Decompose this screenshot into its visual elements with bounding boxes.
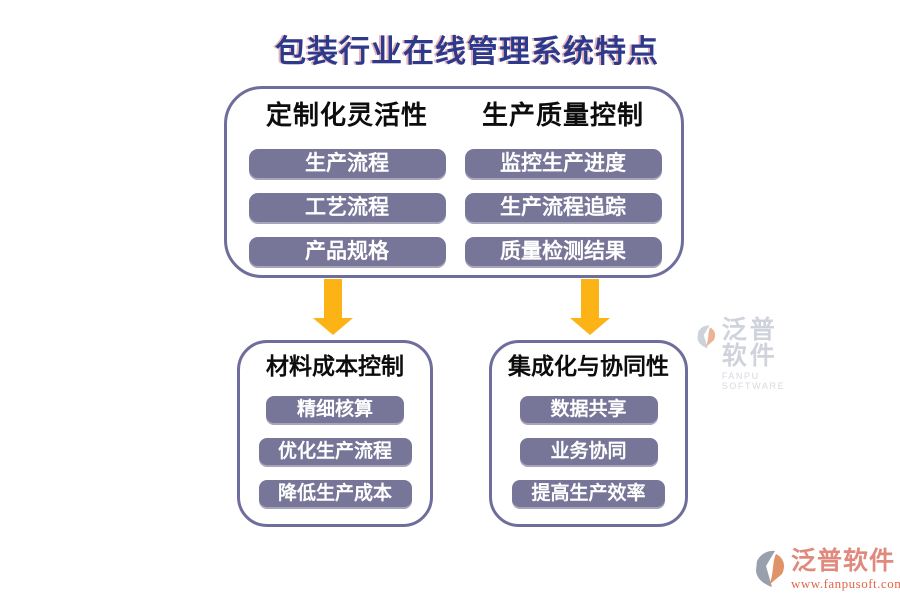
feature-pill: 质量检测结果 bbox=[464, 237, 662, 266]
feature-pill: 业务协同 bbox=[519, 438, 658, 465]
feature-pill: 生产流程追踪 bbox=[464, 193, 662, 222]
feature-pill: 提高生产效率 bbox=[512, 480, 665, 507]
feature-column-customization: 定制化灵活性 生产流程 工艺流程 产品规格 bbox=[239, 98, 455, 275]
footer-logo-text: 泛普软件 www.fanpusoft.com bbox=[791, 548, 900, 592]
feature-pill: 生产流程 bbox=[248, 149, 446, 178]
top-feature-box: 泛普软件 FANPU SOFTWARE 定制化灵活性 生产流程 工艺流程 产品规… bbox=[224, 86, 784, 391]
footer-logo-url: www.fanpusoft.com bbox=[791, 576, 900, 591]
column-heading: 定制化灵活性 bbox=[265, 100, 428, 130]
down-arrow-icon bbox=[570, 279, 610, 335]
bottom-feature-box-cost: 材料成本控制 精细核算 优化生产流程 降低生产成本 bbox=[237, 340, 433, 527]
feature-column-quality: 生产质量控制 监控生产进度 生产流程追踪 质量检测结果 bbox=[455, 98, 671, 275]
watermark: 泛普软件 FANPU SOFTWARE bbox=[695, 317, 796, 391]
bottom-feature-box-integration: 集成化与协同性 数据共享 业务协同 提高生产效率 bbox=[489, 340, 688, 527]
feature-pill: 数据共享 bbox=[519, 396, 658, 423]
watermark-text: 泛普软件 FANPU SOFTWARE bbox=[722, 317, 797, 391]
feature-pill: 工艺流程 bbox=[248, 193, 446, 222]
footer-logo-name: 泛普软件 bbox=[791, 547, 896, 575]
feature-pill: 降低生产成本 bbox=[258, 480, 412, 507]
box-heading: 集成化与协同性 bbox=[508, 353, 669, 379]
feature-pill: 监控生产进度 bbox=[464, 149, 662, 178]
fanpu-watermark-icon bbox=[697, 325, 716, 349]
box-heading: 材料成本控制 bbox=[266, 353, 404, 379]
feature-pill: 产品规格 bbox=[248, 237, 446, 266]
watermark-name: 泛普软件 bbox=[721, 316, 778, 370]
feature-pill: 优化生产流程 bbox=[258, 438, 412, 465]
footer-logo: 泛普软件 www.fanpusoft.com bbox=[752, 548, 900, 592]
column-heading: 生产质量控制 bbox=[481, 100, 644, 130]
down-arrow-icon bbox=[313, 279, 353, 335]
fanpu-logo-icon bbox=[756, 550, 784, 587]
feature-pill: 精细核算 bbox=[266, 396, 404, 423]
watermark-subtitle: FANPU SOFTWARE bbox=[721, 371, 786, 391]
page-title: 包装行业在线管理系统特点 bbox=[275, 34, 659, 69]
